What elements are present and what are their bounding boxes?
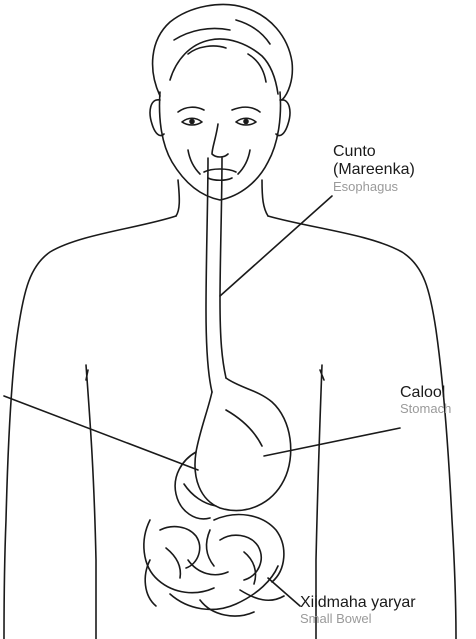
small-bowel <box>144 452 284 616</box>
left-leader-line <box>4 396 198 470</box>
stomach-label-english: Stomach <box>400 402 451 417</box>
body-outline <box>4 180 456 639</box>
small-bowel-label: Xiidmaha yaryar Small Bowel <box>300 594 416 627</box>
stomach-label: Calool Stomach <box>400 384 451 417</box>
stomach-label-primary: Calool <box>400 384 451 402</box>
stomach-leader-line <box>264 428 400 456</box>
esophagus-leader-line <box>220 196 332 296</box>
esophagus-label-line2: (Mareenka) <box>333 161 415 179</box>
stomach <box>195 378 291 510</box>
small-bowel-label-primary: Xiidmaha yaryar <box>300 594 416 612</box>
small-bowel-label-english: Small Bowel <box>300 612 416 627</box>
small-bowel-leader-line <box>268 578 300 606</box>
esophagus-label-line1: Cunto <box>333 143 415 161</box>
esophagus <box>206 158 226 392</box>
esophagus-label-english: Esophagus <box>333 180 415 195</box>
esophagus-label: Cunto (Mareenka) Esophagus <box>333 143 415 195</box>
